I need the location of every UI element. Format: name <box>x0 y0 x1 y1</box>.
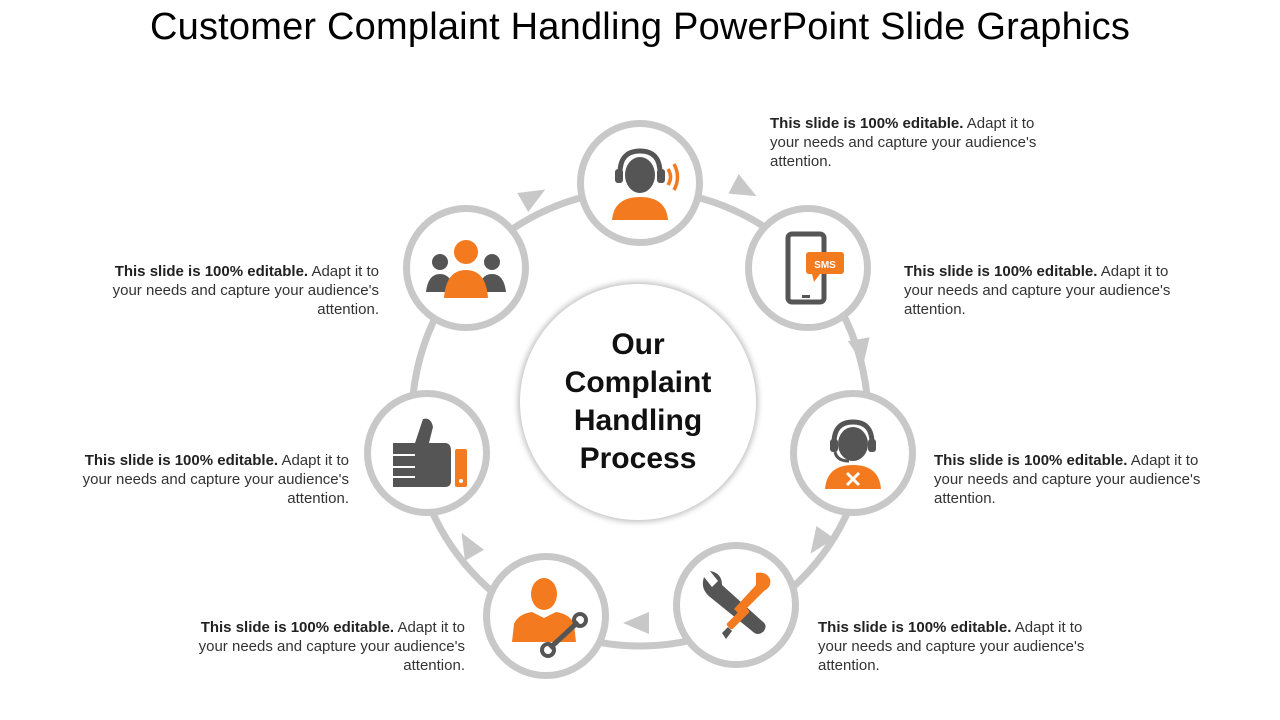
step-description-text: Adapt it to your needs and capture your … <box>82 452 349 507</box>
arrow-head-1 <box>728 174 757 197</box>
step-description-2: This slide is 100% editable. Adapt it to… <box>904 262 1179 319</box>
step-description-bold: This slide is 100% editable. <box>114 263 309 280</box>
technician-icon <box>512 578 588 658</box>
step-description-text: Adapt it to your needs and capture your … <box>770 115 1037 170</box>
arrow-head-5 <box>461 532 485 561</box>
step-description-4: This slide is 100% editable. Adapt it to… <box>818 618 1093 675</box>
step-description-bold: This slide is 100% editable. <box>200 619 395 636</box>
sms-phone-icon: SMS <box>785 231 844 305</box>
step-node-4 <box>673 542 799 668</box>
arrow-head-2 <box>847 337 870 365</box>
step-description-3: This slide is 100% editable. Adapt it to… <box>934 451 1209 508</box>
step-description-bold: This slide is 100% editable. <box>904 263 1098 280</box>
step-description-bold: This slide is 100% editable. <box>84 452 279 469</box>
step-description-6: This slide is 100% editable. Adapt it to… <box>74 451 349 508</box>
arrow-head-6 <box>517 189 546 213</box>
step-description-5: This slide is 100% editable. Adapt it to… <box>190 618 465 675</box>
support-agent-icon <box>825 419 881 489</box>
step-node-1 <box>577 120 703 246</box>
step-node-2: SMS <box>745 205 871 331</box>
thumbs-up-icon <box>393 418 467 487</box>
step-description-text: Adapt it to your needs and capture your … <box>934 452 1201 507</box>
center-label: Our Complaint Handling Process <box>564 328 712 475</box>
step-description-bold: This slide is 100% editable. <box>770 115 964 132</box>
step-node-5 <box>483 553 609 679</box>
step-description-text: Adapt it to your needs and capture your … <box>818 619 1085 674</box>
step-description-text: Adapt it to your needs and capture your … <box>112 263 379 318</box>
step-node-3 <box>790 390 916 516</box>
step-node-7 <box>403 205 529 331</box>
step-description-7: This slide is 100% editable. Adapt it to… <box>104 262 379 319</box>
arrow-head-3 <box>810 526 835 554</box>
center-circle: Our Complaint Handling Process <box>520 284 756 520</box>
step-description-1: This slide is 100% editable. Adapt it to… <box>770 114 1045 171</box>
arrow-head-4 <box>623 612 649 634</box>
step-description-text: Adapt it to your needs and capture your … <box>198 619 465 674</box>
step-description-text: Adapt it to your needs and capture your … <box>904 263 1171 318</box>
headset-user-icon <box>612 148 680 220</box>
tools-icon <box>702 571 771 639</box>
step-node-6 <box>364 390 490 516</box>
step-description-bold: This slide is 100% editable. <box>818 619 1012 636</box>
customer-group-icon <box>426 240 506 298</box>
svg-text:SMS: SMS <box>814 260 836 271</box>
page-title: Customer Complaint Handling PowerPoint S… <box>149 6 1131 48</box>
step-description-bold: This slide is 100% editable. <box>934 452 1128 469</box>
